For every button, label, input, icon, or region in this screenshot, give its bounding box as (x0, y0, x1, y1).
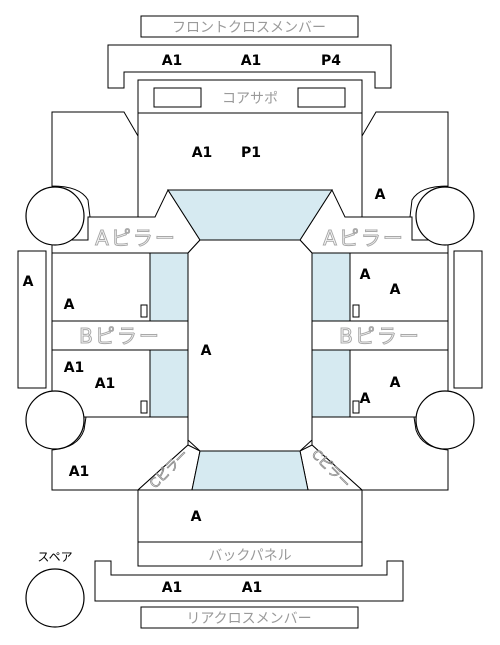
rear-left-door-handle (140, 400, 148, 414)
rear-cross-member-label: リアクロスメンバー (186, 611, 311, 627)
rear-right-door-handle (352, 400, 360, 414)
front-cross-member-label: フロントクロスメンバー (172, 20, 326, 36)
rear-cross-member[interactable] (94, 560, 404, 602)
rear-right-wheel[interactable] (415, 390, 475, 450)
grade-front-left-door: A (64, 297, 75, 313)
front-right-door-glass (311, 252, 351, 322)
core-support-left-opening (153, 87, 202, 108)
spare-tire[interactable] (25, 568, 85, 628)
grade-rear-left-door-bottom: A1 (95, 376, 116, 392)
rear-window[interactable] (191, 450, 309, 491)
rear-right-door-glass (311, 349, 351, 418)
rear-left-door-glass (149, 349, 189, 418)
b-pillar-right-label: Bピラー (339, 324, 421, 348)
front-left-door-glass (149, 252, 189, 322)
a-pillar-left-label: Aピラー (95, 226, 177, 250)
right-side-sill[interactable] (453, 250, 483, 389)
rear-right-quarter[interactable] (311, 416, 449, 491)
front-cross-member[interactable] (107, 44, 392, 89)
rear-cross-member-label-box (140, 606, 359, 629)
grade-rear-cross-left: A1 (162, 580, 183, 596)
back-panel[interactable] (137, 541, 363, 567)
grade-trunk: A (191, 509, 202, 525)
grade-front-cross-left: A1 (162, 53, 183, 69)
front-left-door-handle (140, 304, 148, 318)
grade-hood-left: A1 (192, 145, 213, 161)
grade-rear-right-door-top: A (390, 375, 401, 391)
b-pillar-right[interactable] (311, 320, 449, 351)
grade-rear-left-quarter: A1 (69, 464, 90, 480)
spare-tire-label: スペア (37, 550, 72, 564)
grade-front-right-door-bottom: A (390, 282, 401, 298)
grade-rear-cross-right: A1 (242, 580, 263, 596)
grade-front-cross-right: P4 (321, 53, 341, 69)
a-pillar-right-label: Aピラー (323, 226, 405, 250)
b-pillar-left-label: Bピラー (79, 324, 161, 348)
core-support-label: コアサポ (222, 91, 278, 107)
grade-front-right-fender: A (375, 187, 386, 203)
front-left-wheel[interactable] (25, 186, 85, 246)
grade-roof: A (201, 343, 212, 359)
front-left-fender[interactable] (51, 111, 139, 218)
grade-front-right-door-top: A (360, 267, 371, 283)
trunk-lid[interactable] (137, 489, 363, 543)
front-cross-member-label-box (140, 15, 359, 38)
front-right-door-handle (352, 304, 360, 318)
grade-front-cross-center: A1 (241, 53, 262, 69)
rear-left-wheel[interactable] (25, 390, 85, 450)
grade-rear-left-door-top: A1 (64, 360, 85, 376)
left-side-sill[interactable] (17, 250, 47, 389)
grade-rear-right-door-bottom: A (360, 391, 371, 407)
grade-left-sill: A (23, 274, 34, 290)
core-support-right-opening (297, 87, 346, 108)
back-panel-label: バックパネル (208, 548, 291, 564)
front-right-wheel[interactable] (415, 186, 475, 246)
grade-hood-right: P1 (241, 145, 261, 161)
